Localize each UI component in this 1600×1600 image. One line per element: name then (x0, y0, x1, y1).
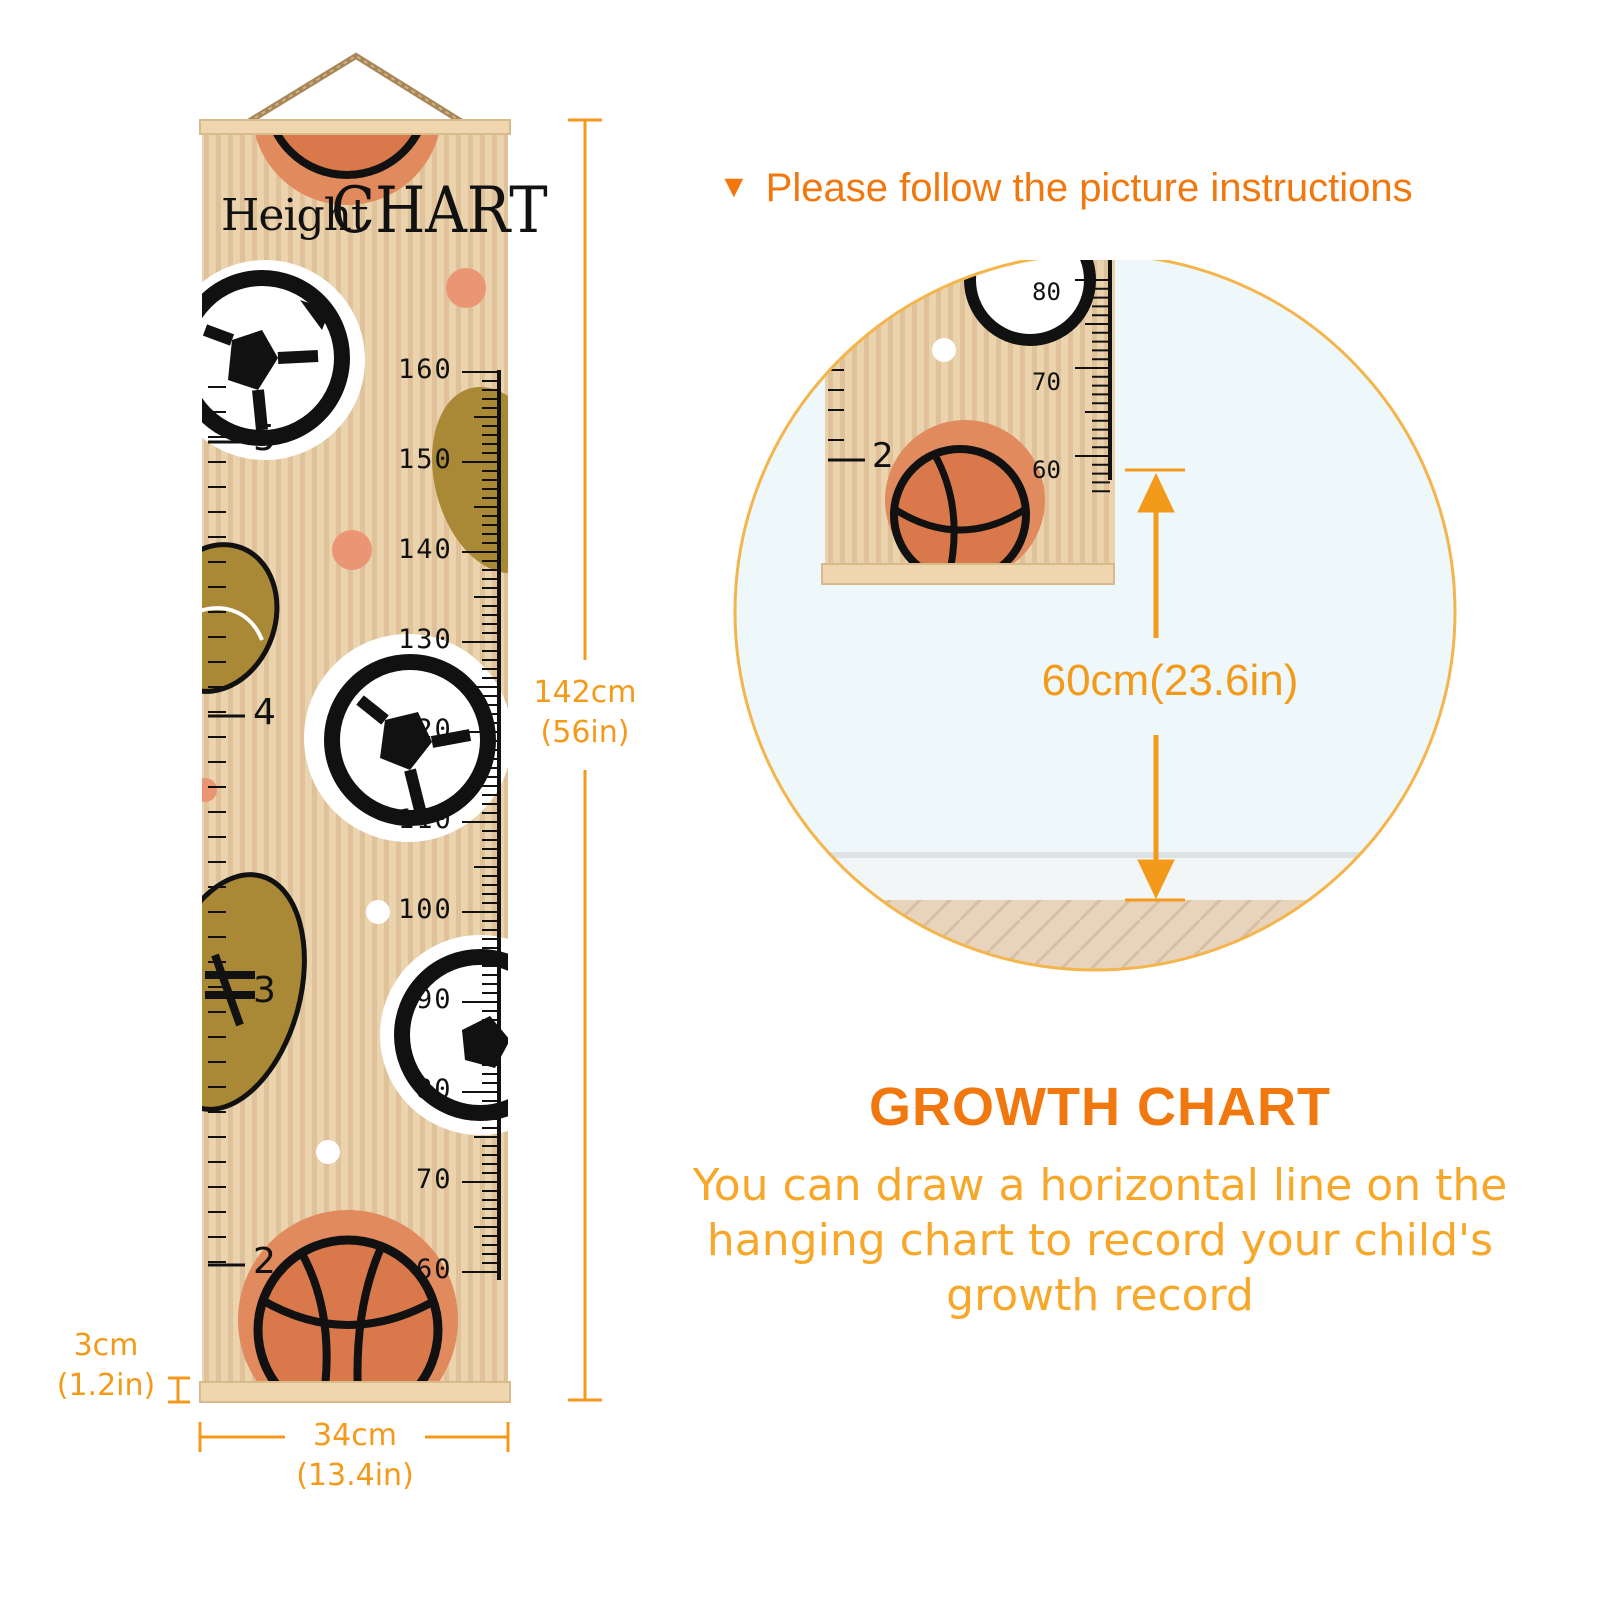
cm-label: 120 (398, 714, 453, 745)
cm-label: 70 (416, 1164, 453, 1195)
hanging-rope (246, 52, 464, 125)
description-line: hanging chart to record your child's (706, 1215, 1494, 1266)
football-icon (202, 542, 280, 694)
detail-cm-label: 80 (1032, 278, 1061, 306)
description-line: growth record (946, 1270, 1254, 1321)
cm-label: 150 (398, 444, 453, 475)
soccer-ball-icon (202, 260, 365, 460)
description-line: You can draw a horizontal line on the (692, 1160, 1508, 1211)
dot-icon (366, 900, 390, 924)
ft-label: 2 (253, 1241, 276, 1282)
basketball-icon (254, 132, 440, 205)
growth-chart-title: GROWTH CHART (869, 1077, 1331, 1137)
width-in-text: (13.4in) (296, 1458, 414, 1493)
width-dimension-label: 34cm (13.4in) (285, 1416, 425, 1496)
ft-ruler (208, 386, 245, 1267)
cm-label: 130 (398, 624, 453, 655)
chart-canvas (202, 132, 508, 1384)
height-cm-text: 142cm (533, 675, 637, 710)
bottom-wood-rod (199, 1381, 511, 1403)
growth-chart-description: You can draw a horizontal line on the ha… (690, 1158, 1510, 1323)
top-wood-rod (199, 119, 511, 135)
detail-ft-label: 2 (872, 436, 894, 476)
cm-label: 160 (398, 354, 453, 385)
cm-ruler (462, 371, 497, 1273)
cm-label: 110 (398, 804, 453, 835)
cm-label: 60 (416, 1254, 453, 1285)
rod-dimension-label: 3cm (1.2in) (40, 1326, 172, 1406)
ft-label: 3 (253, 970, 276, 1011)
cm-label: 80 (416, 1074, 453, 1105)
hanging-chart-illustration (168, 52, 602, 1452)
detail-cm-label: 70 (1032, 368, 1061, 396)
measure-arrow (1125, 468, 1185, 902)
triangle-down-icon: ▼ (718, 168, 750, 204)
instructions-text: Please follow the picture instructions (765, 166, 1413, 210)
cm-label: 140 (398, 534, 453, 565)
dot-icon (446, 268, 486, 308)
height-chart-title: Height CHART (213, 160, 548, 270)
ft-label: 5 (253, 418, 276, 459)
instructions-heading: ▼ Please follow the picture instructions (718, 166, 1413, 211)
width-dimension-line (198, 1422, 510, 1452)
width-cm-text: 34cm (313, 1418, 397, 1453)
dot-icon (202, 778, 217, 802)
title-height-word: Height (221, 190, 369, 241)
basketball-icon (238, 1210, 458, 1384)
height-in-text: (56in) (540, 715, 630, 750)
rod-dimension-line (168, 1376, 190, 1404)
installation-detail-circle (733, 260, 1457, 972)
mount-height-label: 60cm(23.6in) (1041, 656, 1299, 705)
rod-in-text: (1.2in) (56, 1368, 156, 1403)
dot-icon (332, 530, 372, 570)
ft-label: 4 (253, 692, 276, 733)
cm-label: 100 (398, 894, 453, 925)
title-chart-word: CHART (331, 174, 548, 248)
rod-cm-text: 3cm (73, 1328, 139, 1363)
detail-cm-label: 60 (1032, 456, 1061, 484)
soccer-ball-icon (380, 935, 508, 1135)
height-dimension-line (568, 118, 602, 1402)
cm-label: 90 (416, 984, 453, 1015)
dot-icon (316, 1140, 340, 1164)
height-dimension-label: 142cm (56in) (520, 673, 650, 753)
